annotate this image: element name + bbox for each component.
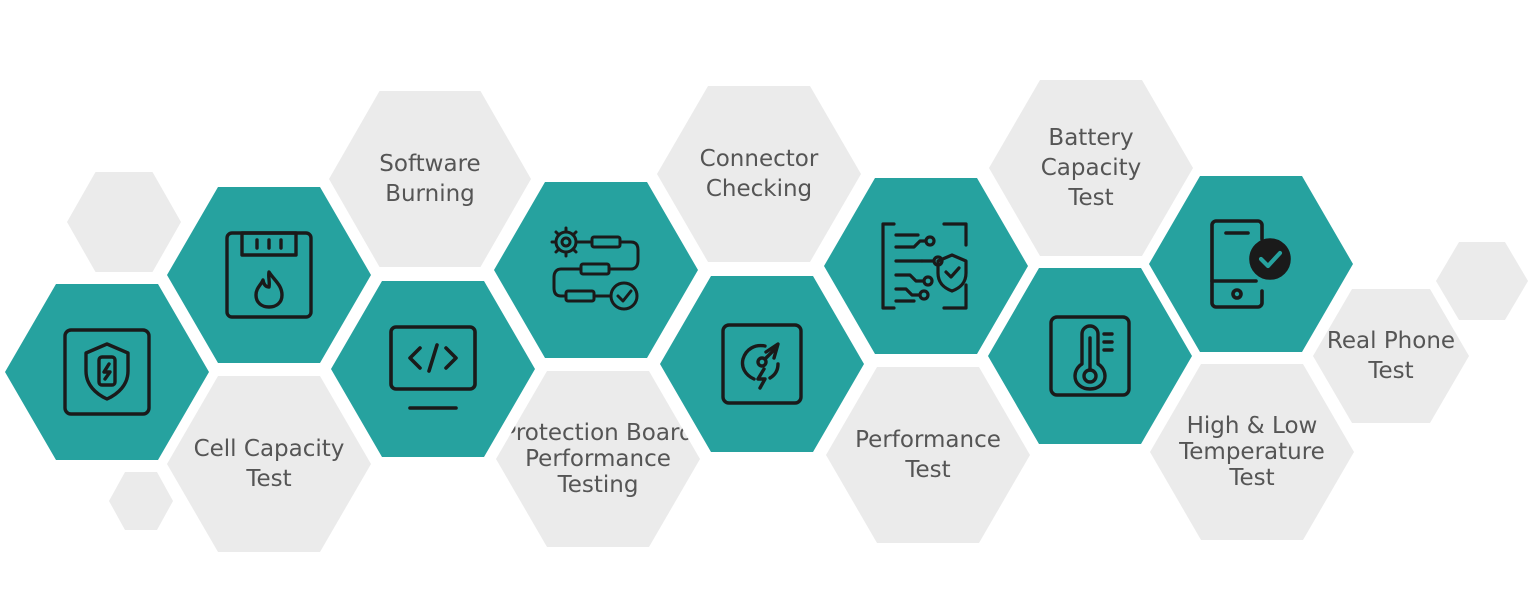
- thermometer-hexagon: [988, 268, 1192, 444]
- protection-board-performance-testing-label: Protection Board Performance Testing: [502, 420, 694, 498]
- gear-flow-check-hexagon: [494, 182, 698, 358]
- battery-fire-hexagon: [167, 187, 371, 363]
- software-burning-label: Software Burning: [379, 151, 481, 207]
- decorative-hexagon: [67, 172, 181, 272]
- real-phone-test-hexagon: Real Phone Test: [1313, 289, 1469, 423]
- speedometer-bolt-hexagon: [660, 276, 864, 452]
- decorative-hexagon: [109, 472, 173, 530]
- decorative-hexagon: [1436, 242, 1528, 320]
- thermometer-icon: [1049, 315, 1131, 397]
- code-monitor-icon: [389, 325, 477, 410]
- high-low-temperature-test-hexagon: High & Low Temperature Test: [1150, 364, 1354, 540]
- high-low-temperature-test-label: High & Low Temperature Test: [1179, 413, 1325, 491]
- protection-board-performance-testing-hexagon: Protection Board Performance Testing: [496, 371, 700, 547]
- circuit-shield-hexagon: [824, 178, 1028, 354]
- software-burning-hexagon: Software Burning: [329, 91, 531, 267]
- tablet-check-icon: [1210, 219, 1291, 309]
- cell-capacity-test-hexagon: Cell Capacity Test: [167, 376, 371, 552]
- performance-test-hexagon: Performance Test: [826, 367, 1030, 543]
- shield-phone-icon: [63, 328, 151, 416]
- connector-checking-label: Connector Checking: [699, 146, 819, 202]
- tablet-check-hexagon: [1149, 176, 1353, 352]
- performance-test-label: Performance Test: [855, 427, 1001, 483]
- cell-capacity-test-label: Cell Capacity Test: [193, 436, 345, 492]
- code-monitor-hexagon: [331, 281, 535, 457]
- battery-capacity-test-label: Battery Capacity Test: [1040, 125, 1142, 211]
- connector-checking-hexagon: Connector Checking: [657, 86, 861, 262]
- battery-capacity-test-hexagon: Battery Capacity Test: [989, 80, 1193, 256]
- battery-fire-icon: [225, 231, 313, 319]
- gear-flow-check-icon: [550, 226, 640, 311]
- speedometer-bolt-icon: [721, 323, 803, 405]
- circuit-shield-icon: [881, 222, 968, 310]
- real-phone-test-label: Real Phone Test: [1326, 328, 1456, 384]
- shield-phone-hexagon: [5, 284, 209, 460]
